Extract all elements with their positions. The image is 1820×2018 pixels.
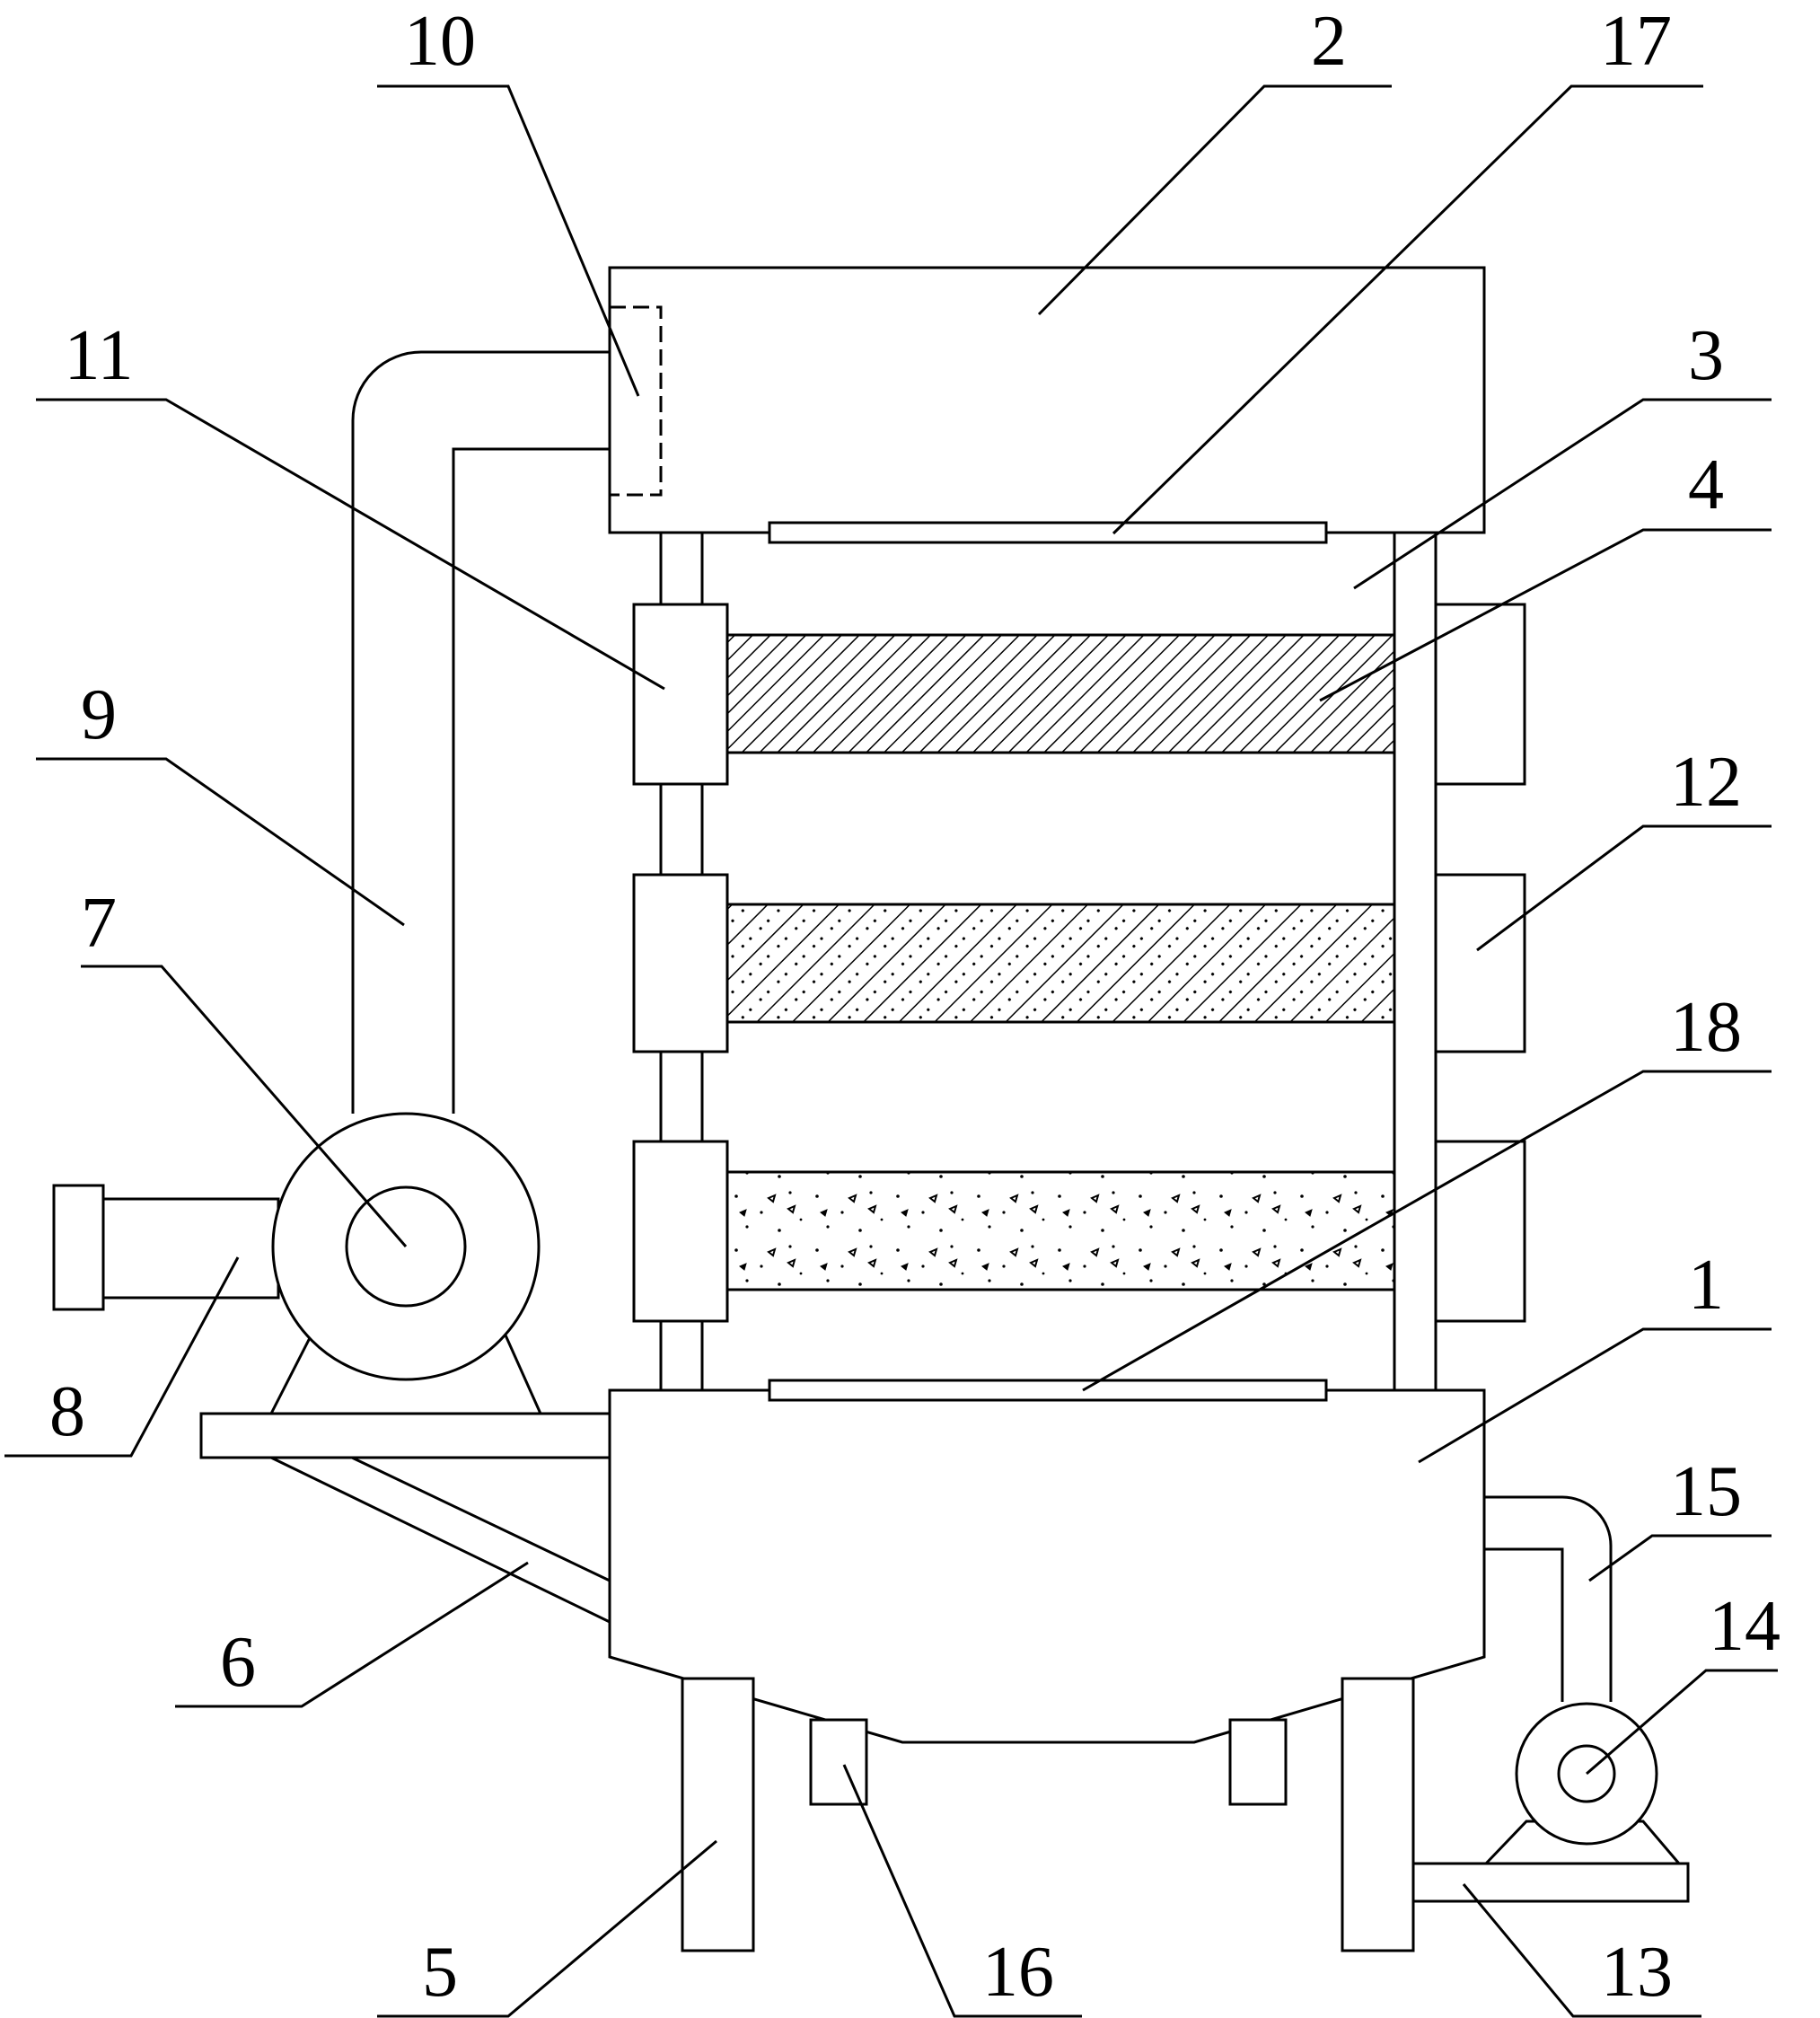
brace-upper bbox=[351, 1456, 611, 1582]
filter-layer-top bbox=[725, 633, 1396, 754]
brace-lower bbox=[270, 1456, 611, 1624]
leader-16 bbox=[842, 1764, 1082, 2018]
label-4: 4 bbox=[1688, 445, 1724, 524]
left-clamp-bottom bbox=[632, 1140, 729, 1323]
right-clamp-bottom bbox=[1434, 1140, 1526, 1323]
lower-tank bbox=[608, 1388, 1486, 1744]
left-clamp-middle bbox=[632, 873, 729, 1053]
filter-layer-middle bbox=[725, 903, 1396, 1024]
inlet-nozzle bbox=[608, 305, 663, 497]
motor-shaft bbox=[101, 1197, 280, 1300]
motor-cap bbox=[52, 1184, 105, 1311]
label-6: 6 bbox=[220, 1623, 256, 1702]
label-12: 12 bbox=[1670, 743, 1742, 822]
right-post bbox=[1393, 531, 1438, 1392]
return-pipe-inner bbox=[1484, 1547, 1564, 1702]
left-clamp-top bbox=[632, 603, 729, 786]
leg-right bbox=[1341, 1677, 1415, 1952]
label-1: 1 bbox=[1688, 1246, 1724, 1325]
label-18: 18 bbox=[1670, 988, 1742, 1067]
leader-8 bbox=[4, 1256, 240, 1458]
leader-4 bbox=[1319, 528, 1772, 702]
circulation-pipe-inner bbox=[452, 447, 610, 1114]
filter-layer-bottom bbox=[725, 1170, 1396, 1291]
label-13: 13 bbox=[1601, 1933, 1673, 2012]
leader-9 bbox=[36, 757, 405, 927]
label-14: 14 bbox=[1709, 1587, 1780, 1666]
label-3: 3 bbox=[1688, 316, 1724, 395]
lower-plate bbox=[768, 1379, 1328, 1402]
return-pipe-outer bbox=[1484, 1495, 1613, 1702]
leader-2 bbox=[1037, 84, 1392, 316]
leader-5 bbox=[377, 1839, 717, 2018]
right-clamp-top bbox=[1434, 603, 1526, 786]
label-17: 17 bbox=[1600, 2, 1672, 81]
leader-lines bbox=[4, 84, 1778, 2018]
foot-right-inner bbox=[1228, 1718, 1288, 1806]
small-pump-base bbox=[1411, 1862, 1690, 1903]
label-15: 15 bbox=[1670, 1452, 1742, 1531]
drain-outlet bbox=[809, 1718, 868, 1806]
leader-1 bbox=[1418, 1327, 1772, 1464]
label-11: 11 bbox=[64, 316, 133, 395]
leader-3 bbox=[1353, 398, 1772, 590]
circulation-pipe-outer bbox=[351, 350, 610, 1114]
label-10: 10 bbox=[404, 2, 476, 81]
leader-11 bbox=[36, 398, 665, 691]
leader-15 bbox=[1588, 1534, 1772, 1582]
pump-shelf bbox=[199, 1412, 611, 1459]
leg-left bbox=[681, 1677, 755, 1952]
leader-7 bbox=[81, 965, 408, 1247]
label-7: 7 bbox=[81, 884, 117, 963]
upper-plate bbox=[768, 521, 1328, 544]
leader-10 bbox=[377, 84, 640, 397]
leader-6 bbox=[175, 1561, 529, 1708]
leader-18 bbox=[1082, 1070, 1772, 1392]
label-2: 2 bbox=[1311, 2, 1347, 81]
leader-12 bbox=[1476, 824, 1772, 952]
label-16: 16 bbox=[982, 1933, 1054, 2012]
right-clamp-middle bbox=[1434, 873, 1526, 1053]
leader-14 bbox=[1586, 1669, 1778, 1776]
leader-17 bbox=[1112, 84, 1703, 535]
leader-13 bbox=[1462, 1883, 1701, 2018]
label-9: 9 bbox=[81, 675, 117, 754]
label-5: 5 bbox=[422, 1933, 458, 2012]
label-8: 8 bbox=[49, 1372, 85, 1451]
